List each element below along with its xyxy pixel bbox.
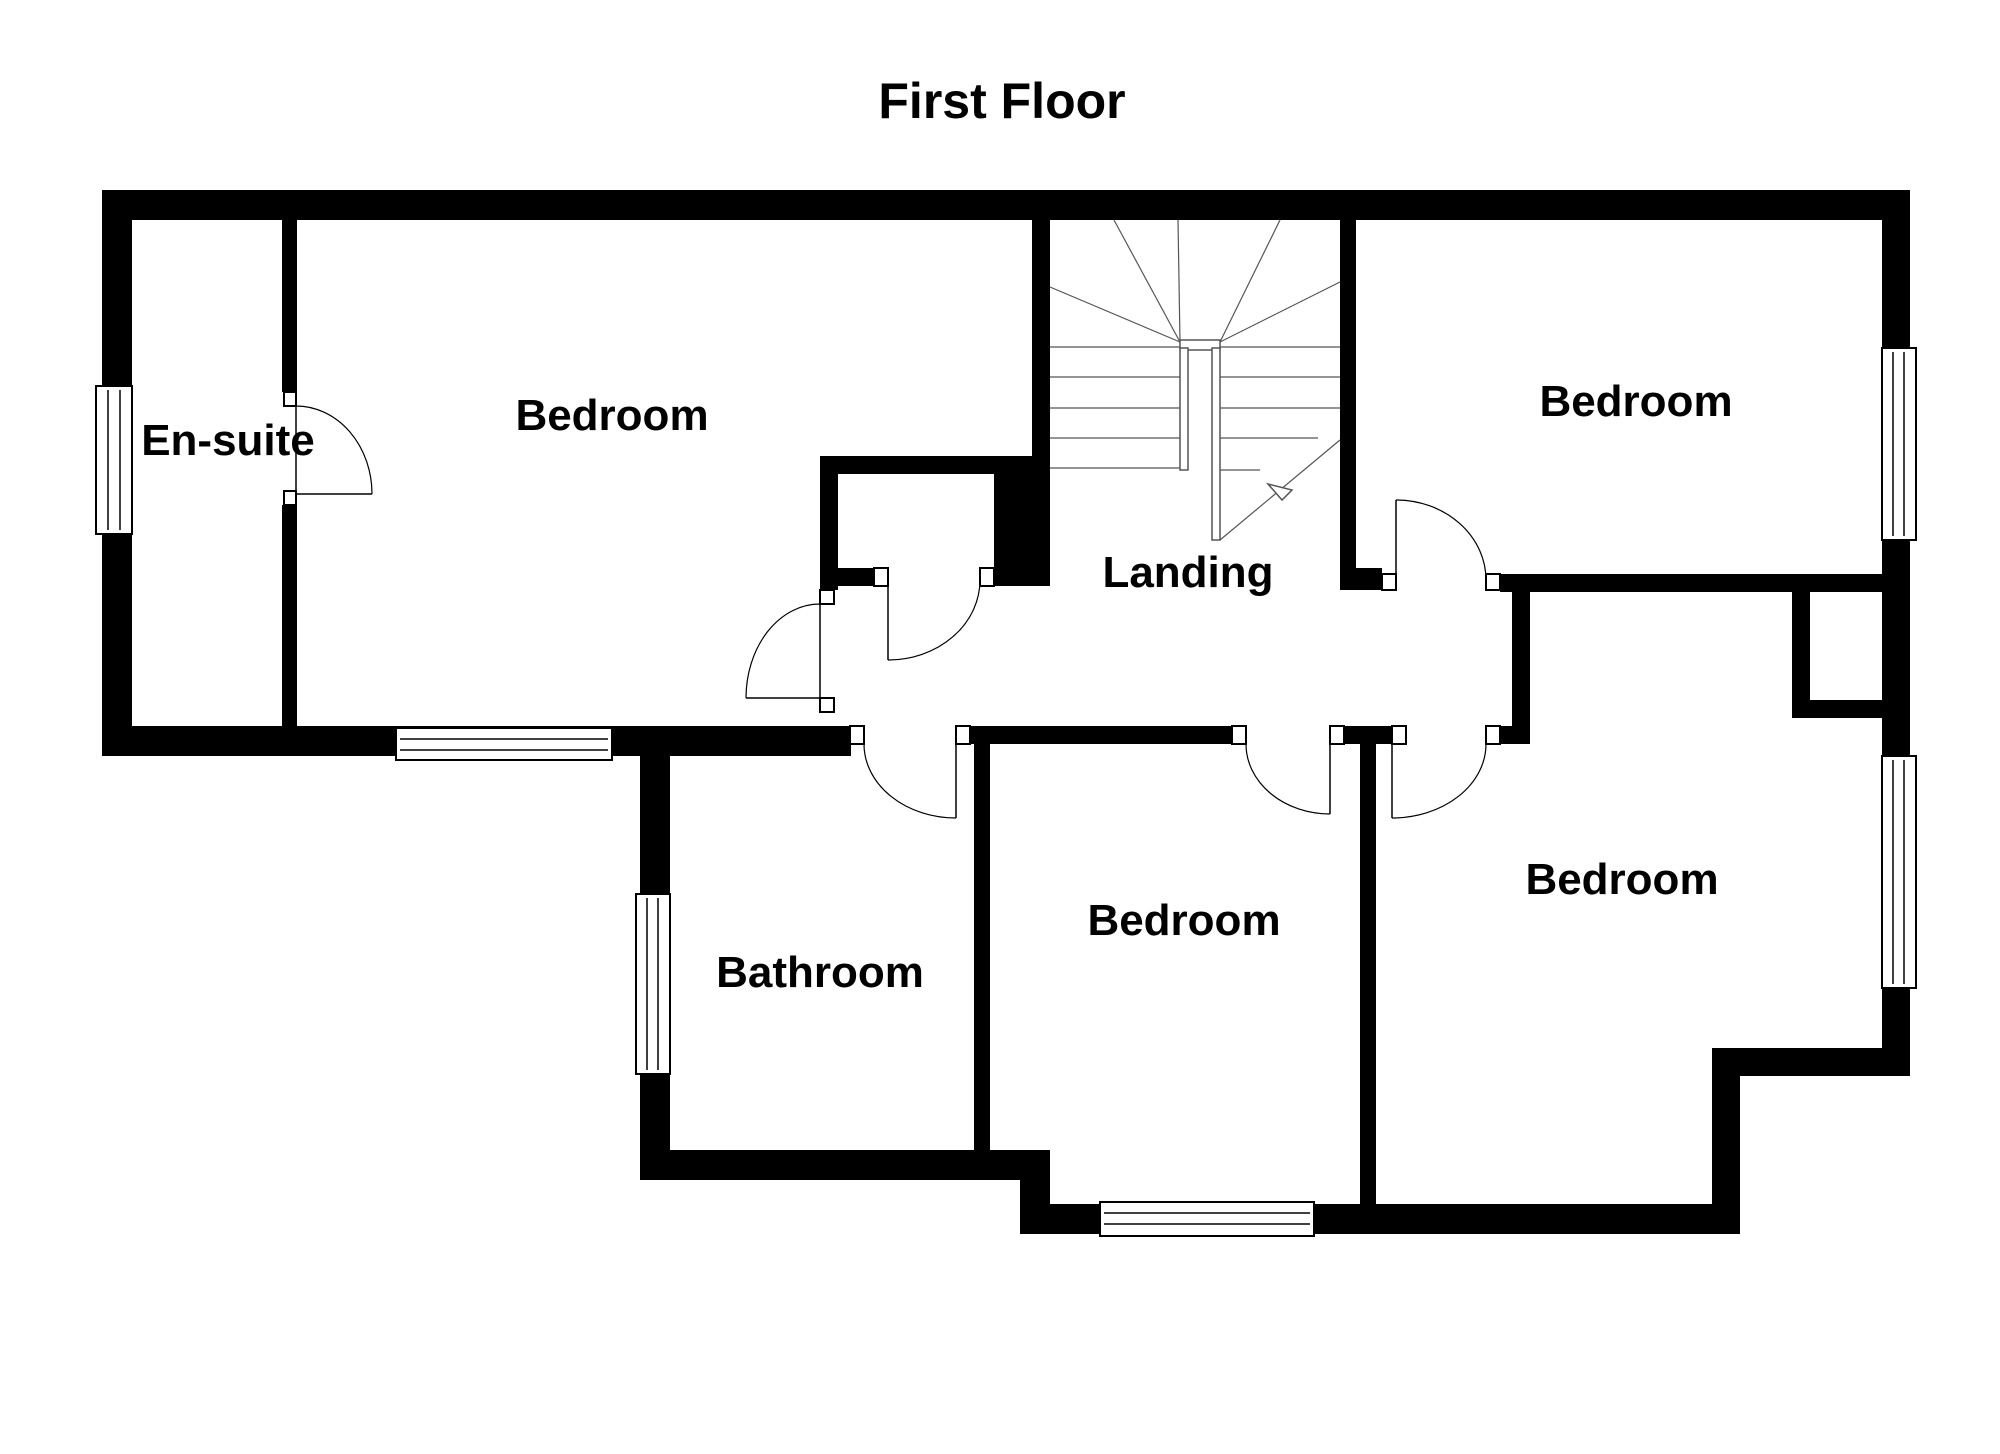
door-cupboard: [873, 567, 995, 661]
walls: [102, 190, 1910, 1234]
window-bedroom-top-right: [1881, 347, 1917, 541]
floor-title: First Floor: [878, 73, 1125, 129]
windows: [95, 347, 1917, 1237]
room-label-bedroom-bottom-right: Bedroom: [1525, 855, 1718, 904]
door-bedroom-bottom-right: [1391, 725, 1501, 819]
room-label-bathroom: Bathroom: [716, 948, 924, 997]
room-label-bedroom-main: Bedroom: [515, 391, 708, 440]
staircase: [1049, 219, 1341, 541]
door-bedroom-main: [745, 589, 835, 713]
door-bedroom-middle: [1231, 725, 1345, 815]
room-label-ensuite: En-suite: [141, 416, 315, 465]
room-labels: En-suite Bedroom Landing Bedroom Bathroo…: [141, 377, 1732, 997]
door-bathroom: [849, 725, 971, 819]
window-bathroom: [635, 893, 671, 1075]
doors: [283, 391, 1501, 819]
room-label-bedroom-middle: Bedroom: [1087, 896, 1280, 945]
room-label-bedroom-top-right: Bedroom: [1539, 377, 1732, 426]
window-bedroom-bottom-right: [1881, 755, 1917, 989]
window-bedroom-main: [395, 727, 613, 761]
door-bedroom-top-right: [1381, 499, 1501, 591]
door-ensuite: [283, 391, 373, 506]
window-ensuite: [95, 385, 133, 535]
window-bedroom-middle: [1099, 1201, 1315, 1237]
room-label-landing: Landing: [1102, 548, 1273, 597]
